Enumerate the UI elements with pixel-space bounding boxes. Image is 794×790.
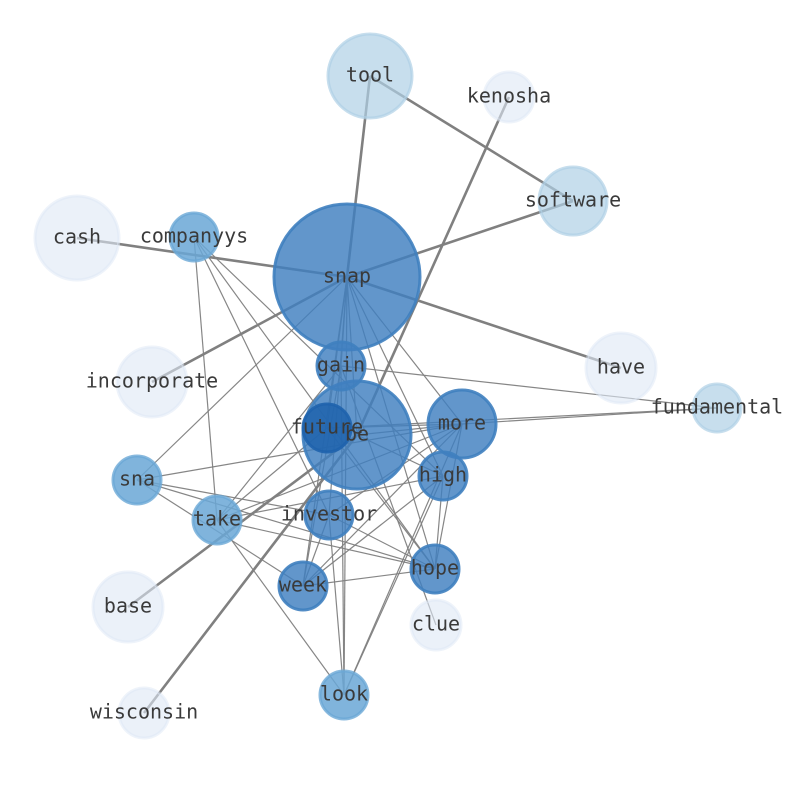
node-kenosha xyxy=(482,70,536,124)
edge-companyys-take xyxy=(193,236,218,521)
node-base xyxy=(91,570,165,644)
edge-high-look xyxy=(343,475,444,696)
node-label-be: be xyxy=(345,422,369,446)
node-tool xyxy=(326,32,414,120)
node-week xyxy=(277,560,329,612)
node-label-gain: gain xyxy=(317,353,365,377)
node-label-week: week xyxy=(279,573,327,597)
node-have xyxy=(584,331,658,405)
edge-sna-hope xyxy=(136,479,436,570)
node-circle-take xyxy=(191,494,243,546)
node-circle-wisconsin xyxy=(117,686,171,740)
node-label-look: look xyxy=(320,682,368,706)
edge-be-wisconsin xyxy=(142,434,359,714)
edge-kenosha-be xyxy=(355,96,511,436)
node-future xyxy=(301,402,353,454)
node-more xyxy=(426,388,498,460)
node-sna xyxy=(111,454,163,506)
node-take xyxy=(191,494,243,546)
edge-more-week xyxy=(302,423,463,587)
node-cash xyxy=(33,194,121,282)
node-circle-clue xyxy=(409,598,463,652)
node-fundamental xyxy=(691,382,743,434)
node-label-more: more xyxy=(438,411,486,435)
node-gain xyxy=(315,340,367,392)
node-label-hope: hope xyxy=(411,556,459,580)
node-label-incorporate: incorporate xyxy=(86,369,218,393)
node-label-high: high xyxy=(419,463,467,487)
node-circle-software xyxy=(537,165,609,237)
node-companyys xyxy=(168,211,220,263)
edge-gain-fundamental xyxy=(340,365,718,409)
node-circle-future xyxy=(301,402,353,454)
node-label-have: have xyxy=(597,355,645,379)
node-software xyxy=(537,165,609,237)
nodes-layer: tool kenosha software cash companyys snap inco… xyxy=(33,32,783,740)
edge-gain-take xyxy=(216,365,342,521)
node-circle-kenosha xyxy=(482,70,536,124)
node-circle-hope xyxy=(409,543,461,595)
node-circle-gain xyxy=(315,340,367,392)
node-circle-investor xyxy=(303,489,355,541)
node-label-cash: cash xyxy=(53,225,101,249)
node-clue xyxy=(409,598,463,652)
node-circle-incorporate xyxy=(115,345,189,419)
node-look xyxy=(318,669,370,721)
node-label-snap: snap xyxy=(323,264,371,288)
node-label-fundamental: fundamental xyxy=(651,395,783,419)
node-circle-week xyxy=(277,560,329,612)
node-circle-more xyxy=(426,388,498,460)
node-investor xyxy=(303,489,355,541)
node-label-companyys: companyys xyxy=(140,224,248,248)
node-label-future: future xyxy=(291,415,363,439)
node-circle-have xyxy=(584,331,658,405)
node-circle-cash xyxy=(33,194,121,282)
edge-take-look xyxy=(216,519,345,696)
node-label-investor: investor xyxy=(281,502,377,526)
node-circle-companyys xyxy=(168,211,220,263)
node-label-clue: clue xyxy=(412,612,460,636)
node-incorporate xyxy=(115,345,189,419)
node-label-kenosha: kenosha xyxy=(467,84,551,108)
node-circle-tool xyxy=(326,32,414,120)
node-wisconsin xyxy=(117,686,171,740)
node-circle-fundamental xyxy=(691,382,743,434)
node-label-take: take xyxy=(193,507,241,531)
node-circle-sna xyxy=(111,454,163,506)
node-label-wisconsin: wisconsin xyxy=(90,700,198,724)
node-high xyxy=(417,450,469,502)
node-label-base: base xyxy=(104,594,152,618)
node-circle-look xyxy=(318,669,370,721)
node-circle-high xyxy=(417,450,469,502)
edge-investor-look xyxy=(328,514,345,696)
node-label-tool: tool xyxy=(346,63,394,87)
edge-take-hope xyxy=(216,519,436,570)
edge-companyys-investor xyxy=(193,236,330,516)
edge-high-week xyxy=(302,475,444,587)
edge-more-fundamental xyxy=(461,407,718,425)
node-label-sna: sna xyxy=(119,467,155,491)
node-hope xyxy=(409,543,461,595)
node-label-software: software xyxy=(525,188,621,212)
edge-sna-investor xyxy=(136,479,330,516)
node-circle-base xyxy=(91,570,165,644)
